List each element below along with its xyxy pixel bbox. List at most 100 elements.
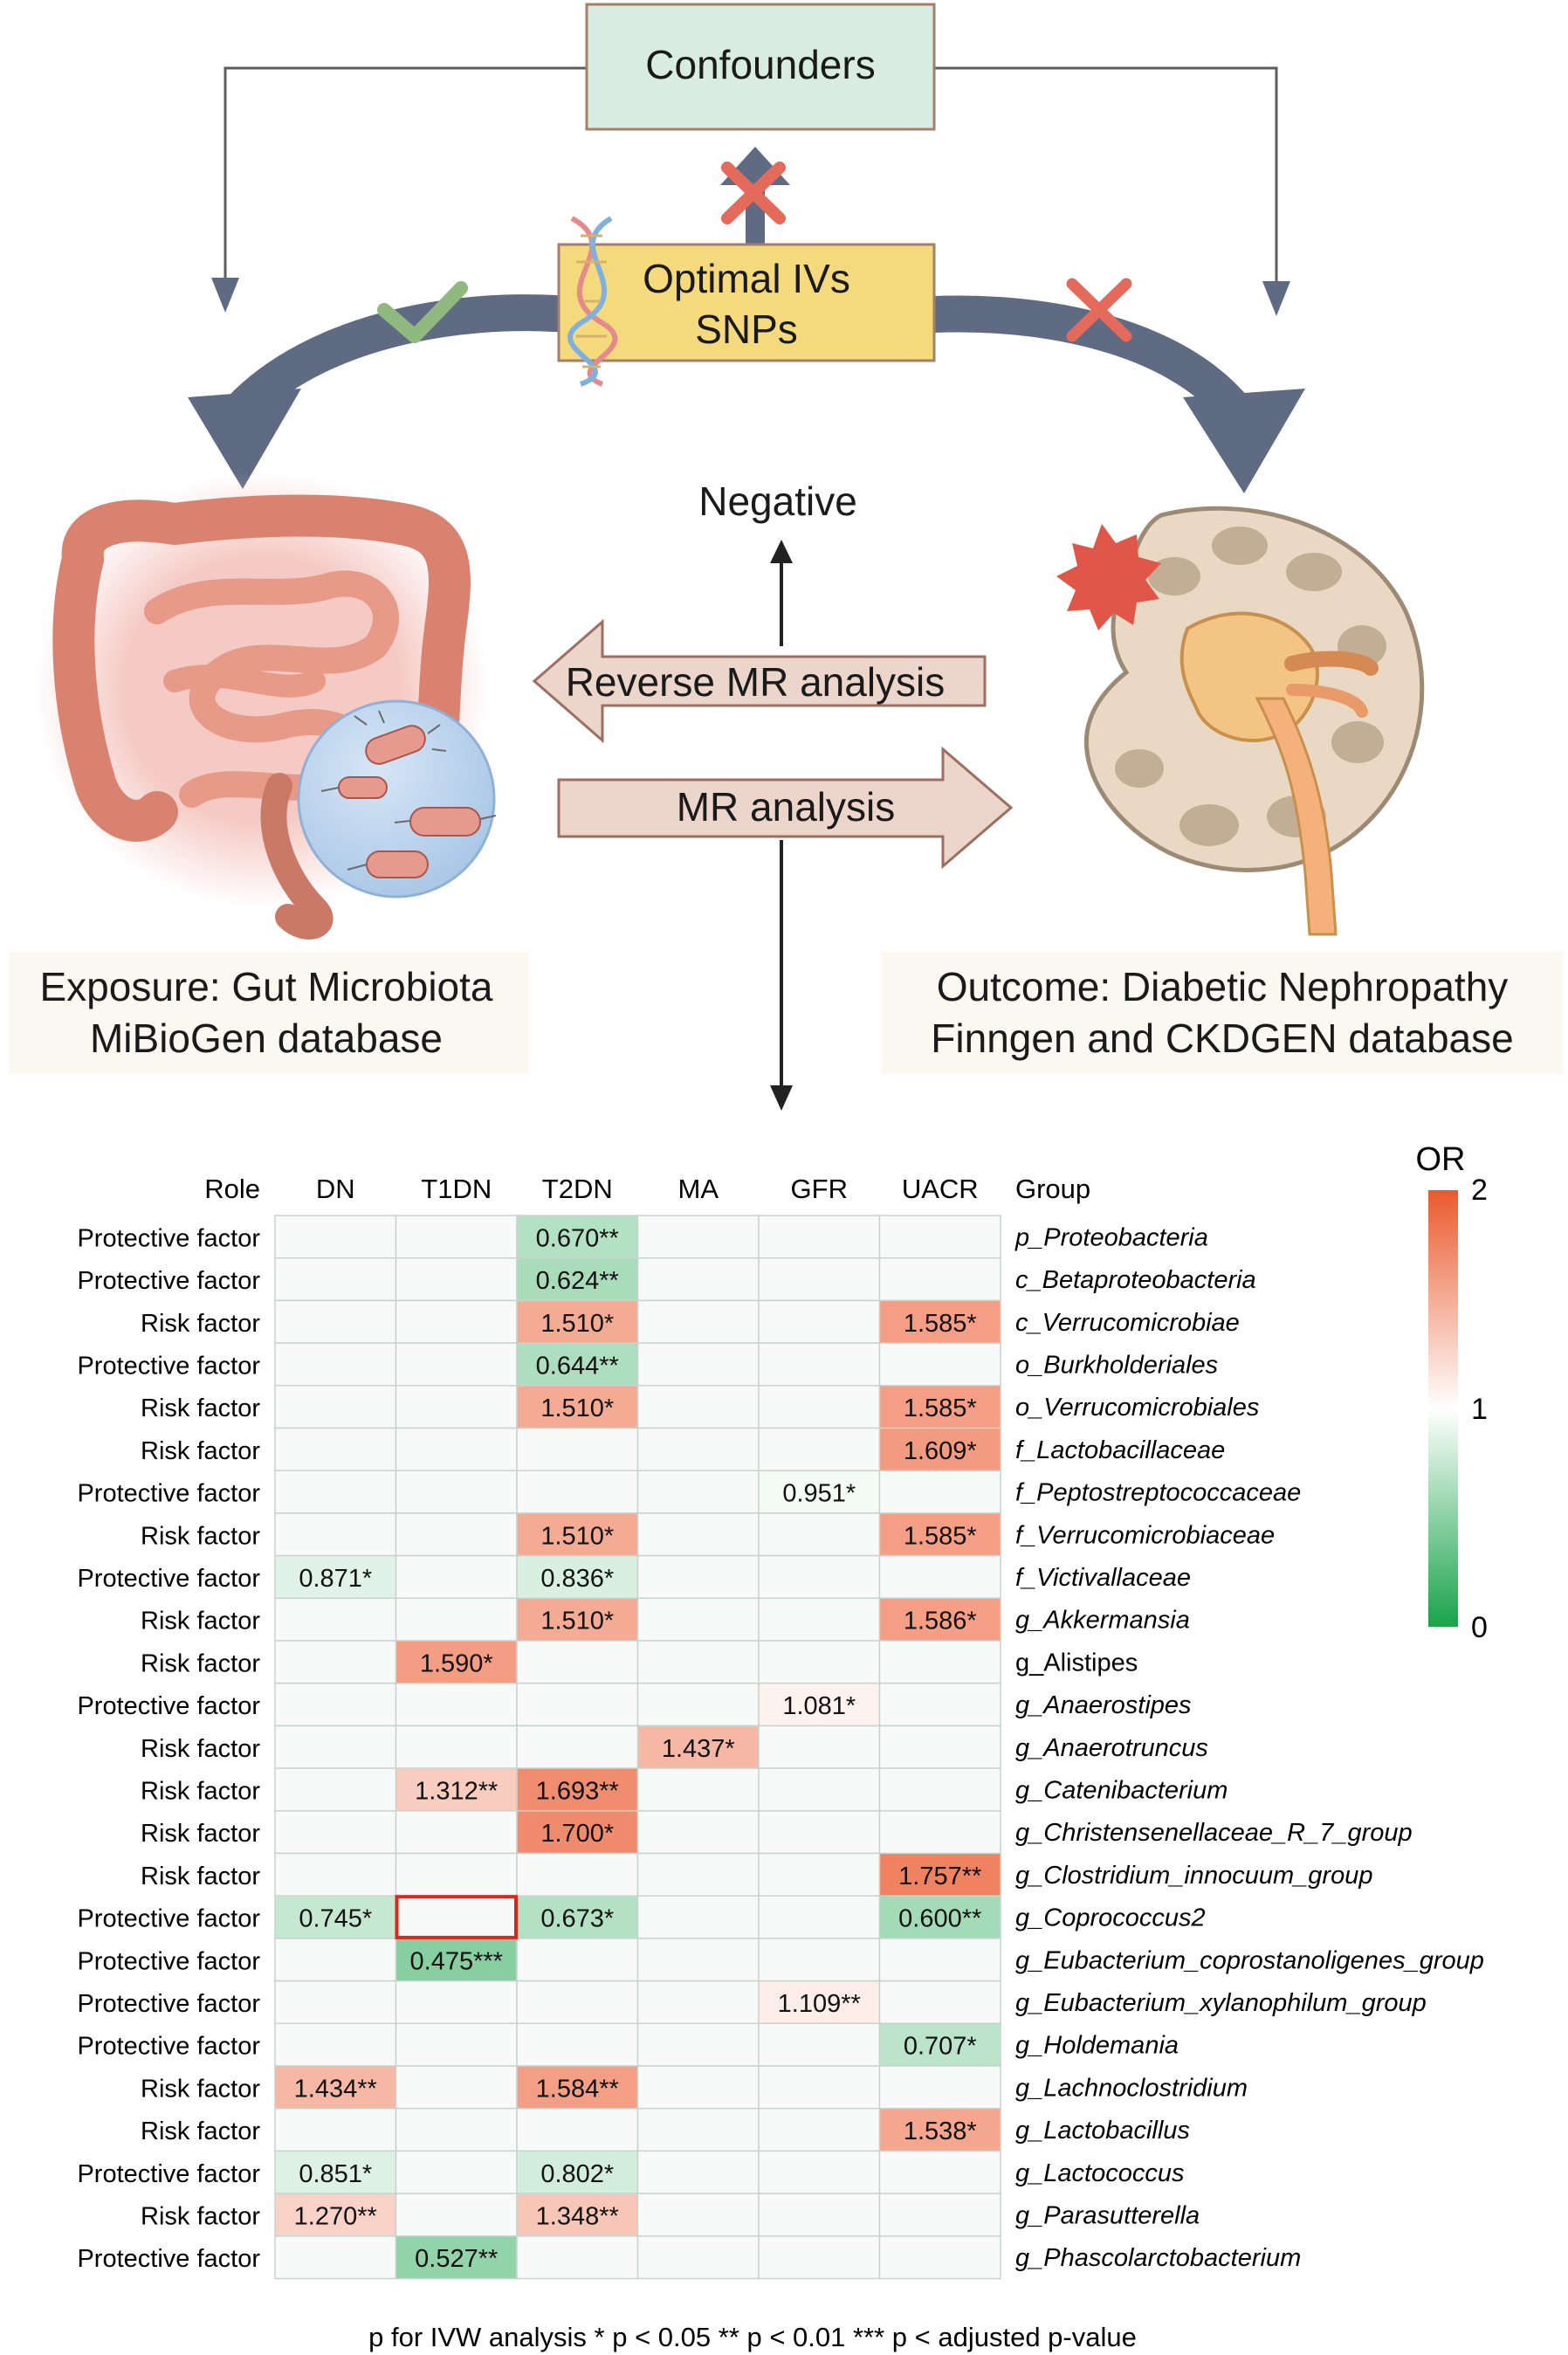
heatmap-cell xyxy=(636,2022,760,2067)
row-group-label: o_Burkholderiales xyxy=(1015,1351,1218,1379)
heatmap-cell xyxy=(878,1725,1001,1769)
row-role-label: Risk factor xyxy=(141,1863,260,1890)
row-role-label: Risk factor xyxy=(141,1649,260,1677)
column-header: GFR xyxy=(791,1174,848,1204)
row-group-label: g_Clostridium_innocuum_group xyxy=(1015,1862,1372,1890)
heatmap-cell xyxy=(758,1512,881,1557)
mr-down-arrowhead xyxy=(770,1085,793,1111)
heatmap-cell xyxy=(636,1725,760,1769)
reverse-mr-label: Reverse MR analysis xyxy=(566,659,946,705)
heatmap-cell xyxy=(636,2235,760,2280)
ivs-label-line1: Optimal IVs xyxy=(643,256,850,301)
heatmap-cell xyxy=(395,1215,518,1259)
heatmap-cell xyxy=(636,2193,760,2237)
row-group-label: c_Betaproteobacteria xyxy=(1015,1266,1256,1294)
row-role-label: Protective factor xyxy=(77,2160,260,2188)
heatmap-cell xyxy=(274,2193,397,2237)
heatmap-cell xyxy=(395,1682,518,1727)
cell-value-label: 0.836* xyxy=(540,1565,614,1593)
reverse-mr-arrow xyxy=(532,618,987,744)
cell-value-label: 1.312** xyxy=(415,1777,498,1805)
negative-label: Negative xyxy=(698,479,857,524)
row-role-label: Protective factor xyxy=(77,2245,260,2273)
cell-value-label: 0.851* xyxy=(299,2160,372,2188)
heatmap-cell xyxy=(636,1682,760,1727)
heatmap-cell xyxy=(516,1257,639,1302)
heatmap-cell xyxy=(636,1554,760,1600)
row-role-label: Risk factor xyxy=(141,1735,260,1763)
heatmap-cell xyxy=(636,2150,760,2194)
heatmap-cell xyxy=(274,1257,397,1302)
cell-value-label: 0.673* xyxy=(540,1905,614,1933)
cell-value-label: 1.510* xyxy=(540,1310,614,1338)
heatmap-cell xyxy=(395,1725,518,1769)
cell-value-label: 1.081* xyxy=(782,1692,856,1720)
row-group-label: g_Phascolarctobacterium xyxy=(1015,2244,1301,2272)
heatmap-cell xyxy=(395,1342,518,1387)
heatmap-cell xyxy=(516,1342,639,1387)
heatmap-cell xyxy=(516,1470,639,1514)
heatmap-cell xyxy=(516,1682,639,1727)
heatmap-cell xyxy=(636,1938,760,1982)
confounders-box xyxy=(585,3,936,131)
row-group-label: g_Alistipes xyxy=(1015,1649,1138,1677)
confounders-label: Confounders xyxy=(645,42,875,87)
row-role-label: Risk factor xyxy=(141,1522,260,1550)
heatmap-cell xyxy=(395,1427,518,1471)
cell-value-label: 0.871* xyxy=(299,1565,372,1593)
row-role-label: Protective factor xyxy=(77,1990,260,2018)
row-role-label: Risk factor xyxy=(141,1608,260,1635)
cell-value-label: 0.951* xyxy=(782,1480,856,1508)
curved-arrowhead-right xyxy=(1183,389,1305,493)
arrowhead-left-down xyxy=(211,278,239,313)
cell-value-label: 1.270** xyxy=(294,2202,377,2230)
heatmap-cell xyxy=(274,1470,397,1514)
row-role-label: Risk factor xyxy=(141,2075,260,2103)
heatmap-cell xyxy=(758,2193,881,2237)
cell-value-label: 0.624** xyxy=(536,1267,619,1295)
row-role-label: Protective factor xyxy=(77,1267,260,1295)
cell-value-label: 1.584** xyxy=(536,2075,619,2103)
check-mark-icon xyxy=(377,281,468,343)
curved-arrowhead-left xyxy=(188,389,301,489)
heatmap-cell xyxy=(395,1852,518,1897)
gut-illustration xyxy=(35,472,497,940)
cell-value-label: 1.585* xyxy=(904,1310,977,1338)
row-role-label: Risk factor xyxy=(141,1310,260,1338)
heatmap-cell xyxy=(758,2107,881,2152)
heatmap-cell xyxy=(758,1299,881,1344)
row-group-label: c_Verrucomicrobiae xyxy=(1015,1309,1240,1337)
heatmap-cell xyxy=(878,1938,1001,1982)
colorbar-min-label: 0 xyxy=(1471,1611,1488,1644)
heatmap-cell xyxy=(274,1299,397,1344)
row-group-label: g_Catenibacterium xyxy=(1015,1776,1228,1804)
heatmap-cell xyxy=(516,1512,639,1557)
row-group-label: g_Akkermansia xyxy=(1015,1607,1190,1635)
heatmap-cell xyxy=(878,1427,1001,1471)
burst-icon xyxy=(1056,524,1161,630)
cell-value-label: 0.707* xyxy=(904,2033,977,2061)
row-role-label: Risk factor xyxy=(141,2202,260,2230)
heatmap-cell xyxy=(758,1554,881,1600)
heatmap-cell xyxy=(758,2235,881,2280)
outcome-label-box xyxy=(882,952,1563,1074)
row-group-label: g_Parasutterella xyxy=(1015,2201,1200,2229)
column-header: MA xyxy=(678,1174,719,1204)
cell-value-label: 1.434** xyxy=(294,2075,377,2103)
cell-value-label: 1.437* xyxy=(662,1735,735,1763)
cell-value-label: 1.609* xyxy=(904,1437,977,1465)
heatmap-cell xyxy=(636,1512,760,1557)
heatmap-cell xyxy=(274,1597,397,1642)
heatmap-cell xyxy=(758,1385,881,1429)
heatmap-cell xyxy=(878,1342,1001,1387)
